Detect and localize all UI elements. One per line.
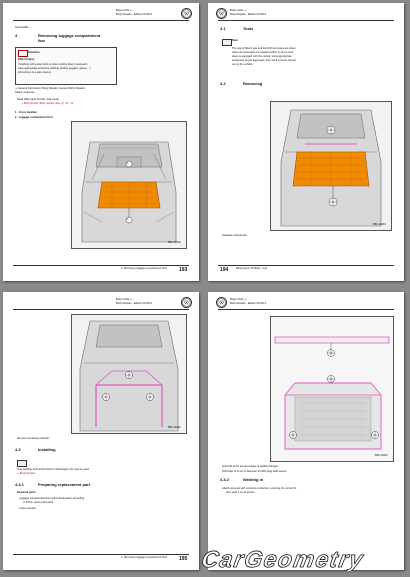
reference-line-2: Safety measures bbox=[15, 91, 35, 94]
page-footer-text: 4. Removing luggage compartment floor bbox=[121, 267, 168, 270]
required-parts-label: Required parts: bbox=[17, 491, 37, 494]
section-subtitle: floor bbox=[38, 39, 46, 43]
section-title: Installing bbox=[38, 447, 56, 452]
section-title-2: Preparing replacement part bbox=[38, 482, 91, 487]
figure-drawing bbox=[271, 102, 391, 230]
header-rule bbox=[218, 309, 394, 310]
note-red-link[interactable]: ⇒ Body Repairs bbox=[17, 472, 36, 475]
page-number: 195 bbox=[179, 556, 188, 562]
section-number-2: 4.3.1 bbox=[15, 482, 24, 487]
bullet-text-1: Grind off at the top and edges of weldin… bbox=[222, 465, 279, 468]
bullet-text-3: Attach new part with corrosion protectio… bbox=[222, 487, 297, 490]
section-small-label: Serviceable ... bbox=[15, 26, 32, 29]
note-text-5: out on the vehicle. bbox=[232, 63, 254, 66]
page-header-model: Brave 2011 ➜ bbox=[230, 9, 246, 12]
manual-page-196: Brave 2011 ➜ Body Repairs - Edition 09.2… bbox=[208, 292, 404, 570]
section-number-2: 4.2 bbox=[220, 81, 226, 86]
required-item-1b: to ETKA- spare part parts) bbox=[23, 501, 54, 504]
figure-drawing bbox=[271, 317, 393, 461]
page-header-model: Brave 2011 ➜ bbox=[230, 298, 246, 301]
manual-page-195: Brave 2011 ➜ Body Repairs - Edition 09.2… bbox=[3, 292, 199, 570]
note-text-2: does not necessarily be supplied which i… bbox=[232, 51, 293, 54]
bullet-text: Read table parts of body; tank repair. bbox=[17, 98, 60, 101]
figure-luggage-floor: 1 2 B50-10229 bbox=[71, 121, 187, 249]
section-title: Tools bbox=[243, 26, 254, 31]
section-title: Removing luggage compartment bbox=[38, 33, 101, 38]
cargeometry-logo: CarGeometry bbox=[200, 547, 408, 571]
footer-rule bbox=[218, 265, 394, 266]
caution-box: Caution Risk of injury If working with p… bbox=[15, 47, 117, 85]
section-number: 4.1 bbox=[220, 26, 226, 31]
figure-callout-1: 1 bbox=[127, 161, 129, 165]
figure-prepared: B50-10231 bbox=[71, 314, 187, 434]
required-item-2: Cross member bbox=[19, 507, 37, 510]
vw-logo-icon bbox=[216, 297, 227, 308]
section-number: 4 bbox=[15, 33, 18, 38]
section-number: 4.3.2 bbox=[220, 477, 229, 482]
vw-logo-icon bbox=[181, 8, 192, 19]
figure-welding: B50-10232 bbox=[270, 316, 394, 462]
note-icon bbox=[222, 39, 232, 46]
section-number: 4.3 bbox=[15, 447, 21, 452]
page-header-edition: Body Repairs - Edition 09.2013 bbox=[116, 13, 152, 16]
caution-label: Caution bbox=[28, 50, 40, 54]
note-text-1: Only welding work authorized by Volkswag… bbox=[17, 468, 90, 471]
footer-rule bbox=[13, 265, 189, 266]
bullet-text-3b: then weld it on as shown. bbox=[226, 491, 256, 494]
header-rule bbox=[13, 309, 189, 310]
figure-code: B50-10229 bbox=[168, 241, 181, 244]
header-rule bbox=[13, 20, 189, 21]
figure-code: B50-10232 bbox=[375, 454, 388, 457]
footer-rule bbox=[13, 554, 189, 555]
manual-page-193: Brave 2011 ➜ Body Repairs - Edition 09.2… bbox=[3, 3, 199, 281]
bullet-red-link[interactable]: ⇒ Body Repair; Body repairs; Rep. gr. 50… bbox=[21, 102, 74, 105]
section-title: Welding in bbox=[243, 477, 264, 482]
figure-drawing bbox=[72, 122, 186, 248]
section-title-2: Removing bbox=[243, 81, 263, 86]
page-header-edition: Body Repairs - Edition 09.2013 bbox=[230, 13, 266, 16]
header-rule bbox=[218, 20, 394, 21]
figure-callout-2: 2 bbox=[127, 217, 129, 221]
bullet-text: Separate original part. bbox=[222, 234, 248, 237]
svg-text:CarGeometry: CarGeometry bbox=[200, 547, 366, 571]
page-number: 194 bbox=[220, 267, 229, 273]
vw-logo-icon bbox=[181, 297, 192, 308]
page-number: 193 bbox=[179, 267, 188, 273]
reference-line: ⇒ General information; Body Repairs; Gen… bbox=[15, 87, 86, 90]
vw-logo-icon bbox=[216, 8, 227, 19]
page-header-edition: Body Repairs - Edition 09.2013 bbox=[116, 302, 152, 305]
figure-removing: B50-10230 bbox=[270, 101, 392, 231]
page-header-edition: Body Repairs - Edition 09.2013 bbox=[230, 302, 266, 305]
warning-icon bbox=[18, 50, 28, 57]
page-header-model: Brave 2011 ➜ bbox=[116, 9, 132, 12]
caution-text-3: instructions in a safe manner. bbox=[18, 71, 52, 74]
caution-text-2: wear appropriate protective clothing (Sa… bbox=[18, 67, 91, 70]
note-label: Note bbox=[232, 39, 238, 42]
note-icon bbox=[17, 460, 27, 467]
caution-text-1: If working with power tools or when cutt… bbox=[18, 63, 88, 66]
page-header-model: Brave 2011 ➜ bbox=[116, 298, 132, 301]
page-footer-text: 4. Removing luggage compartment floor bbox=[121, 556, 168, 559]
note-text-1: The use of Bosch gas and the Drill tool … bbox=[232, 47, 296, 50]
note-text-3: piece is equipped with the cutting; usin… bbox=[232, 55, 292, 58]
danger-label: Risk of injury bbox=[18, 58, 35, 61]
legend-item-1: 1 - Cross member bbox=[15, 111, 37, 114]
legend-item-2: 2 - Luggage compartment floor bbox=[15, 116, 54, 119]
figure-code: B50-10231 bbox=[168, 426, 181, 429]
figure-drawing bbox=[72, 315, 186, 433]
bullet-text: Remove remaining material. bbox=[17, 437, 50, 440]
figure-code: B50-10230 bbox=[373, 223, 386, 226]
cargeometry-wordmark: CarGeometry bbox=[200, 547, 367, 571]
bullet-text-2: Drill holes of 8 mm in diameter for MIG … bbox=[222, 470, 288, 473]
page-footer-text: Body group: 50 Body - rear bbox=[236, 267, 268, 270]
manual-page-194: Brave 2011 ➜ Body Repairs - Edition 09.2… bbox=[208, 3, 404, 281]
required-item-1: Luggage compartment floor (parts designa… bbox=[19, 497, 85, 500]
note-text-4: equipment as per aggregate, then work mu… bbox=[232, 59, 296, 62]
